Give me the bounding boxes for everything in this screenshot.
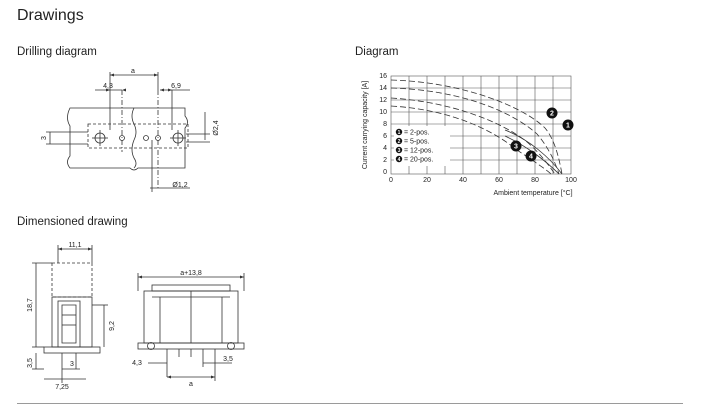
ytick-12: 12 [379,97,387,104]
dim-dia-1-2: Ø1,2 [172,182,187,189]
dim-18-7: 18,7 [27,298,34,312]
ytick-16: 16 [379,73,387,80]
dim-3-5: 3,5 [27,358,34,368]
capacity-chart: 1 2 3 4 1 2 3 4 = 2-pos. = 5-pos. = 12-p… [362,73,577,197]
ytick-0: 0 [383,169,387,176]
dim-11-1: 11,1 [68,242,81,249]
xtick-20: 20 [423,177,431,184]
legend-text-2: = 5-pos. [404,139,430,146]
legend-text-3: = 12-pos. [404,148,433,155]
legend-text-4: = 20-pos. [404,157,433,164]
bottom-divider [17,403,683,404]
legend-num-1: 1 [398,130,401,136]
xtick-60: 60 [495,177,503,184]
dimensioned-drawing: 11,1 18,7 9,2 3,5 3 7,25 a+13,8 4,3 a 3,… [27,242,245,391]
marker-2: 2 [550,111,554,118]
marker-3: 3 [514,144,518,151]
x-axis-label: Ambient temperature [°C] [493,189,572,197]
drilling-diagram: a 4,3 6,9 3 Ø2,4 Ø1,2 [41,68,220,192]
ytick-8: 8 [383,121,387,128]
dim-4-3: 4,3 [103,83,113,90]
dimensioned-heading: Dimensioned drawing [17,216,128,228]
dim-3-side: 3 [70,361,74,368]
xtick-80: 80 [531,177,539,184]
marker-4: 4 [529,154,533,161]
ytick-6: 6 [383,133,387,140]
legend-text-1: = 2-pos. [404,130,430,137]
dim-a-front: a [189,381,193,388]
dim-4-3-front: 4,3 [132,360,142,367]
legend-num-3: 3 [398,148,401,154]
marker-1: 1 [566,123,570,130]
legend-num-4: 4 [398,157,401,163]
dim-dia-2-4: Ø2,4 [213,120,220,135]
xtick-100: 100 [565,177,577,184]
dim-7-25: 7,25 [55,384,69,391]
ytick-4: 4 [383,145,387,152]
drilling-heading: Drilling diagram [17,46,97,58]
diagram-heading: Diagram [355,46,399,58]
xtick-0: 0 [389,177,393,184]
dim-6-9: 6,9 [171,83,181,90]
dim-3: 3 [41,136,48,140]
legend-num-2: 2 [398,139,401,145]
dim-a-plus-13-8: a+13,8 [180,270,202,277]
dim-9-2: 9,2 [109,321,116,331]
y-axis-label: Current carrying capacity [A] [362,81,369,169]
page-title: Drawings [17,7,84,24]
dim-a: a [131,68,135,75]
dim-3-5-front: 3,5 [223,356,233,363]
ytick-2: 2 [383,157,387,164]
xtick-40: 40 [459,177,467,184]
ytick-10: 10 [379,109,387,116]
ytick-14: 14 [379,85,387,92]
